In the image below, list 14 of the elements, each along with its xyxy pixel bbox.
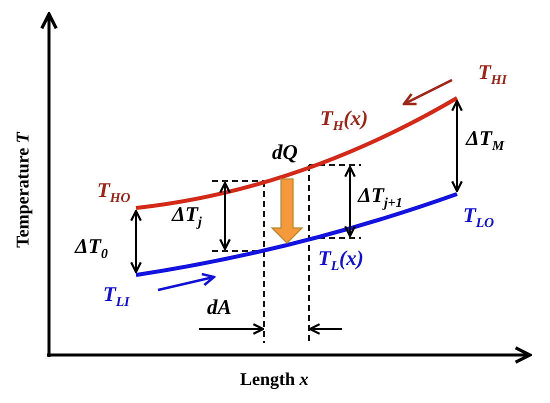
heat-flow-label: dQ	[272, 142, 298, 163]
curve-label: T$_{HI}$	[478, 62, 507, 86]
axis-title: Temperature T	[13, 132, 32, 248]
temperature-difference-label: ΔT$_{j}$	[172, 204, 202, 228]
curve-label: T$_{L}$(x)	[318, 248, 364, 272]
temperature-difference-label: ΔT$_{j+1}$	[358, 185, 402, 210]
temperature-difference-label: ΔT$_{M}$	[466, 128, 504, 152]
curve-label: T$_{LO}$	[463, 205, 494, 230]
curve-label: T$_{H}$(x)	[320, 108, 368, 132]
curve-label: T$_{LI}$	[103, 284, 130, 308]
curve-label: T$_{HO}$	[97, 180, 130, 204]
area-label: dA	[207, 297, 232, 318]
temperature-difference-label: ΔT$_{0}$	[75, 236, 108, 260]
axis-title: Length x	[240, 370, 309, 388]
